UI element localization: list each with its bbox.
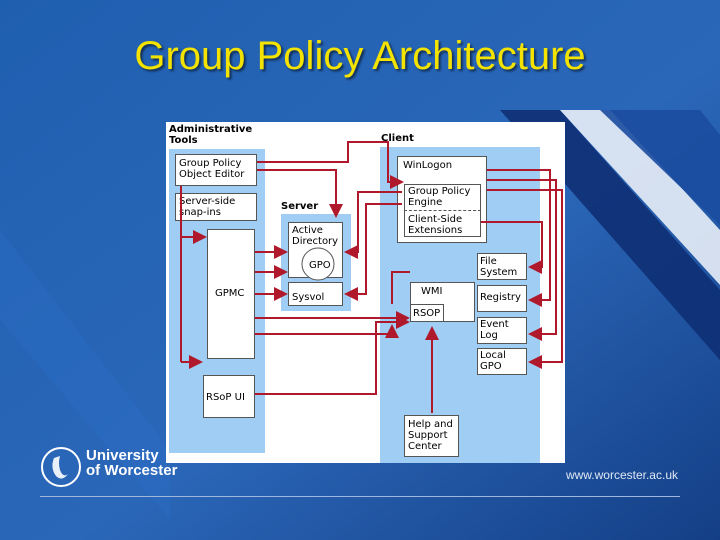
wmi-label: WMI	[421, 286, 443, 297]
university-line-2: of Worcester	[86, 462, 178, 479]
university-name: University of Worcester	[86, 448, 177, 478]
arrow-editor-to-ad	[257, 169, 343, 218]
server-label: Server	[281, 201, 319, 212]
gpmc-box	[207, 229, 255, 359]
local-gpo-box	[477, 348, 527, 375]
arrow-engine-to-ad	[344, 191, 402, 259]
gpmc-label: GPMC	[215, 288, 245, 299]
rsop-ui-label: RSoP UI	[206, 392, 245, 403]
arrow-rsop-ui-to-wmi	[255, 315, 410, 395]
arrow-winlogon-to-event-log	[487, 179, 557, 341]
help-support-label: Help and Support Center	[408, 419, 453, 452]
winlogon-label: WinLogon	[403, 160, 453, 171]
file-system-box	[477, 253, 527, 280]
file-system-label: File System	[480, 256, 518, 278]
registry-label: Registry	[480, 292, 521, 303]
arrow-winlogon-to-local-gpo	[487, 189, 563, 369]
arrow-gpmc-to-wmi	[255, 324, 399, 338]
help-support-box	[404, 415, 459, 457]
gpo-label: GPO	[309, 260, 331, 271]
arrow-editor-to-cse	[257, 141, 404, 189]
active-directory-label: Active Directory	[292, 225, 339, 247]
rsop-ui-box	[203, 375, 255, 418]
gpo-editor-label: Group Policy Object Editor	[179, 158, 245, 180]
connector-arrows	[180, 141, 563, 413]
server-snapins-box	[175, 193, 257, 221]
client-label: Client	[381, 133, 414, 144]
engine-divider	[404, 210, 481, 211]
arrow-cse-to-file-system	[481, 221, 543, 274]
gpo-editor-box	[175, 154, 257, 186]
university-url: www.worcester.ac.uk	[565, 468, 678, 482]
admin-tools-label: Administrative Tools	[169, 124, 253, 146]
cse-label: Client-Side Extensions	[408, 214, 463, 236]
gpo-circle	[301, 247, 335, 281]
arrow-wmi-bus	[391, 271, 410, 304]
rsop-label: RSOP	[413, 308, 441, 319]
rsop-box	[410, 304, 444, 322]
footer-divider	[40, 496, 680, 497]
sysvol-box	[288, 282, 343, 306]
arrow-winlogon-to-registry	[487, 169, 551, 307]
event-log-label: Event Log	[480, 319, 509, 341]
arrow-engine-to-sysvol	[344, 203, 402, 301]
sysvol-label: Sysvol	[292, 292, 325, 303]
local-gpo-label: Local GPO	[480, 350, 506, 372]
event-log-box	[477, 317, 527, 344]
slide-title: Group Policy Architecture	[134, 34, 586, 78]
gp-engine-label: Group Policy Engine	[408, 186, 471, 208]
university-logo-icon	[41, 447, 81, 487]
server-snapins-label: Server-side snap-ins	[179, 196, 236, 218]
university-line-1: University	[86, 447, 159, 464]
architecture-diagram: Administrative Tools Client Server Group…	[166, 122, 565, 463]
registry-box	[477, 285, 527, 312]
